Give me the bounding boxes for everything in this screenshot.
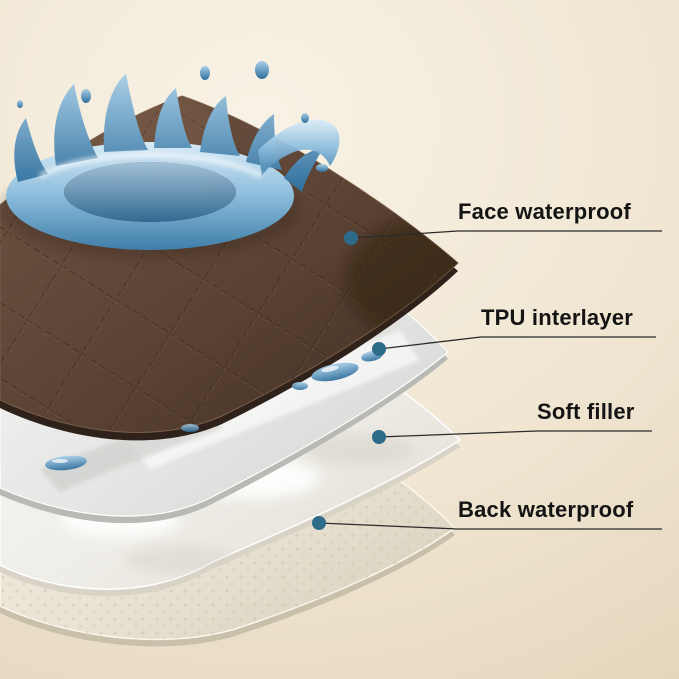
droplet (316, 164, 328, 172)
droplet (255, 61, 269, 79)
droplet (200, 66, 210, 80)
bead-highlight (52, 459, 68, 463)
callout-dots (312, 231, 386, 530)
water-beads-graphic (45, 350, 383, 471)
callout-dot-face (344, 231, 358, 245)
bead-highlight (321, 365, 339, 373)
callout-line-tpu (378, 336, 656, 350)
layer-label-face-waterproof: Face waterproof (458, 199, 631, 224)
splash-crown-spikes (14, 74, 322, 192)
callout-line-filler (378, 430, 652, 438)
splash-pool (64, 162, 236, 222)
callout-connectors (318, 230, 662, 530)
water-bead (311, 362, 359, 382)
droplet (81, 89, 91, 103)
water-splash-graphic (0, 61, 340, 258)
splash-rim-highlight (38, 152, 264, 179)
droplet (17, 100, 23, 108)
callout-line-face (350, 230, 662, 239)
callout-dot-tpu (372, 342, 386, 356)
layer-label-soft-filler: Soft filler (537, 399, 635, 424)
splash-ring (6, 142, 294, 250)
callout-dot-back (312, 516, 326, 530)
water-bead (292, 382, 308, 390)
layer-label-back-waterproof: Back waterproof (458, 497, 634, 522)
splash-droplets (17, 61, 328, 172)
callout-dot-filler (372, 430, 386, 444)
layer-label-tpu-interlayer: TPU interlayer (481, 305, 633, 330)
droplet (301, 113, 309, 123)
water-bead (181, 424, 199, 432)
fluff-shadow-blob (305, 434, 415, 466)
callout-line-back (318, 522, 662, 530)
splash-right-sweep (258, 119, 340, 176)
